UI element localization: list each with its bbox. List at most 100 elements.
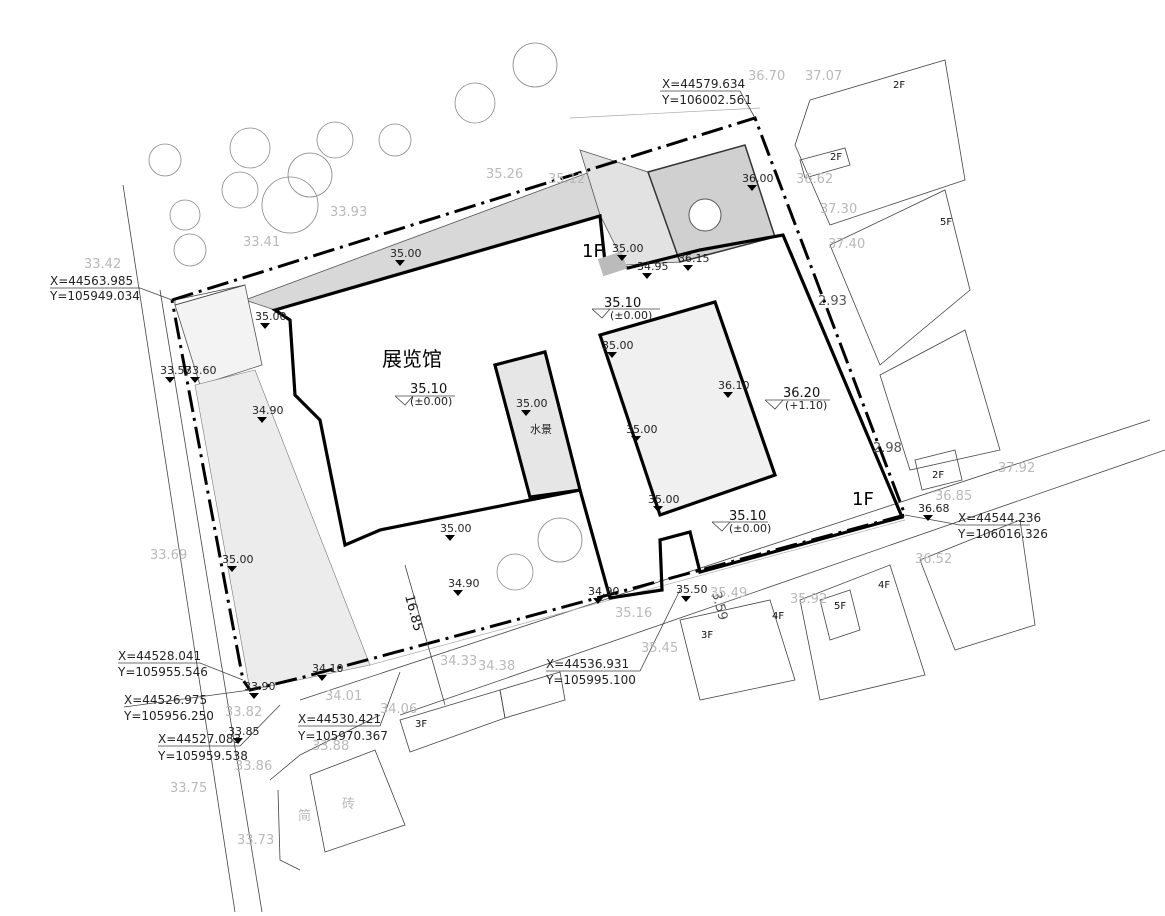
svg-text:34.90: 34.90 [252,404,284,417]
design-levels: 35.10(±0.00) 35.10(±0.00) 36.20(+1.10) 3… [394,296,830,535]
svg-text:33.88: 33.88 [312,739,349,754]
level-marker-icon [683,265,693,271]
svg-text:Y=105959.538: Y=105959.538 [157,749,248,763]
hall-name: 展览馆 [382,347,442,371]
svg-text:33.69: 33.69 [150,548,187,563]
svg-text:36.85: 36.85 [935,489,972,504]
svg-text:36.62: 36.62 [796,172,833,187]
svg-text:砖: 砖 [342,797,355,812]
svg-text:X=44544.236: X=44544.236 [958,511,1041,525]
level-marker-icon [653,506,663,512]
svg-text:37.30: 37.30 [820,202,857,217]
svg-text:Y=106016.326: Y=106016.326 [957,527,1048,541]
water-feature-label: 水景 [530,423,552,436]
svg-text:Y=105949.034: Y=105949.034 [49,289,140,303]
svg-text:X=44527.083: X=44527.083 [158,732,241,746]
svg-text:2.93: 2.93 [818,294,847,309]
level-marker-icon [257,417,267,423]
svg-text:33.75: 33.75 [170,781,207,796]
water-feature [493,350,582,499]
svg-text:33.93: 33.93 [330,205,367,220]
svg-text:X=44528.041: X=44528.041 [118,649,201,663]
svg-text:35.00: 35.00 [440,522,472,535]
svg-text:35.00: 35.00 [602,339,634,352]
svg-text:Y=106002.561: Y=106002.561 [661,93,752,107]
svg-text:35.00: 35.00 [612,242,644,255]
svg-text:Y=105955.546: Y=105955.546 [117,665,208,679]
level-marker-icon [923,515,933,521]
svg-text:33.41: 33.41 [243,235,280,250]
svg-text:(±0.00): (±0.00) [610,309,652,322]
svg-text:34.90: 34.90 [588,585,620,598]
svg-text:34.33: 34.33 [440,654,477,669]
paving [174,144,776,691]
svg-text:35.49: 35.49 [710,586,747,601]
svg-text:37.40: 37.40 [828,237,865,252]
svg-text:X=44563.985: X=44563.985 [50,274,133,288]
svg-text:33.42: 33.42 [84,257,121,272]
floor-label: 1F [852,489,874,510]
svg-text:3F: 3F [701,630,713,641]
svg-text:5F: 5F [834,601,846,612]
building-outline [174,213,905,600]
svg-text:34.38: 34.38 [478,659,515,674]
svg-text:Y=105995.100: Y=105995.100 [545,673,636,687]
svg-text:X=44530.421: X=44530.421 [298,712,381,726]
svg-text:34.01: 34.01 [325,689,362,704]
terrain-levels: 33.42 35.26 35.12 33.93 33.41 36.70 37.0… [84,69,1035,848]
level-marker-icon [607,352,617,358]
svg-text:(+1.10): (+1.10) [785,399,827,412]
svg-text:34.95: 34.95 [637,260,669,273]
svg-text:2F: 2F [830,152,842,163]
svg-text:(±0.00): (±0.00) [729,522,771,535]
svg-text:35.50: 35.50 [676,583,708,596]
svg-text:36.15: 36.15 [678,252,710,265]
svg-text:35.10: 35.10 [410,382,447,397]
level-marker-icon [395,260,405,266]
neighbor-floor-labels: 2F 2F 5F 2F 4F 4F 5F 3F 4F 3F [415,80,952,730]
svg-text:35.10: 35.10 [604,296,641,311]
level-marker-icon [260,323,270,329]
level-marker-icon [617,255,627,261]
svg-text:(±0.00): (±0.00) [410,395,452,408]
svg-text:35.00: 35.00 [626,423,658,436]
svg-text:36.52: 36.52 [915,552,952,567]
svg-text:33.86: 33.86 [235,759,272,774]
level-marker-icon [227,566,237,572]
spot-levels: 35.00 35.00 34.95 36.15 36.00 35.00 35.0… [160,172,950,744]
level-marker-icon [593,598,603,604]
level-marker-icon [681,596,691,602]
svg-text:34.06: 34.06 [380,702,417,717]
svg-text:Y=105970.367: Y=105970.367 [297,729,388,743]
level-marker-icon [642,273,652,279]
svg-text:35.16: 35.16 [615,606,652,621]
svg-text:37.07: 37.07 [805,69,842,84]
svg-text:35.10: 35.10 [729,509,766,524]
svg-text:Y=105956.250: Y=105956.250 [123,709,214,723]
level-marker-icon [190,377,200,383]
floor-label: 1F [582,241,604,262]
svg-text:4F: 4F [878,580,890,591]
svg-text:33.60: 33.60 [185,364,217,377]
svg-text:2.98: 2.98 [873,441,902,456]
svg-text:3.59: 3.59 [708,590,730,622]
svg-text:35.12: 35.12 [548,172,585,187]
level-marker-icon [747,185,757,191]
svg-text:5F: 5F [940,217,952,228]
svg-text:4F: 4F [772,611,784,622]
svg-text:35.00: 35.00 [390,247,422,260]
svg-text:3F: 3F [415,719,427,730]
svg-text:36.20: 36.20 [783,386,820,401]
svg-text:35.00: 35.00 [222,553,254,566]
svg-text:2F: 2F [893,80,905,91]
svg-text:35.92: 35.92 [790,592,827,607]
svg-text:33.82: 33.82 [225,705,262,720]
svg-text:X=44579.634: X=44579.634 [662,77,745,91]
svg-text:35.00: 35.00 [648,493,680,506]
svg-text:33.57: 33.57 [160,364,192,377]
level-marker-icon [453,590,463,596]
svg-text:35.45: 35.45 [641,641,678,656]
svg-text:35.00: 35.00 [516,397,548,410]
